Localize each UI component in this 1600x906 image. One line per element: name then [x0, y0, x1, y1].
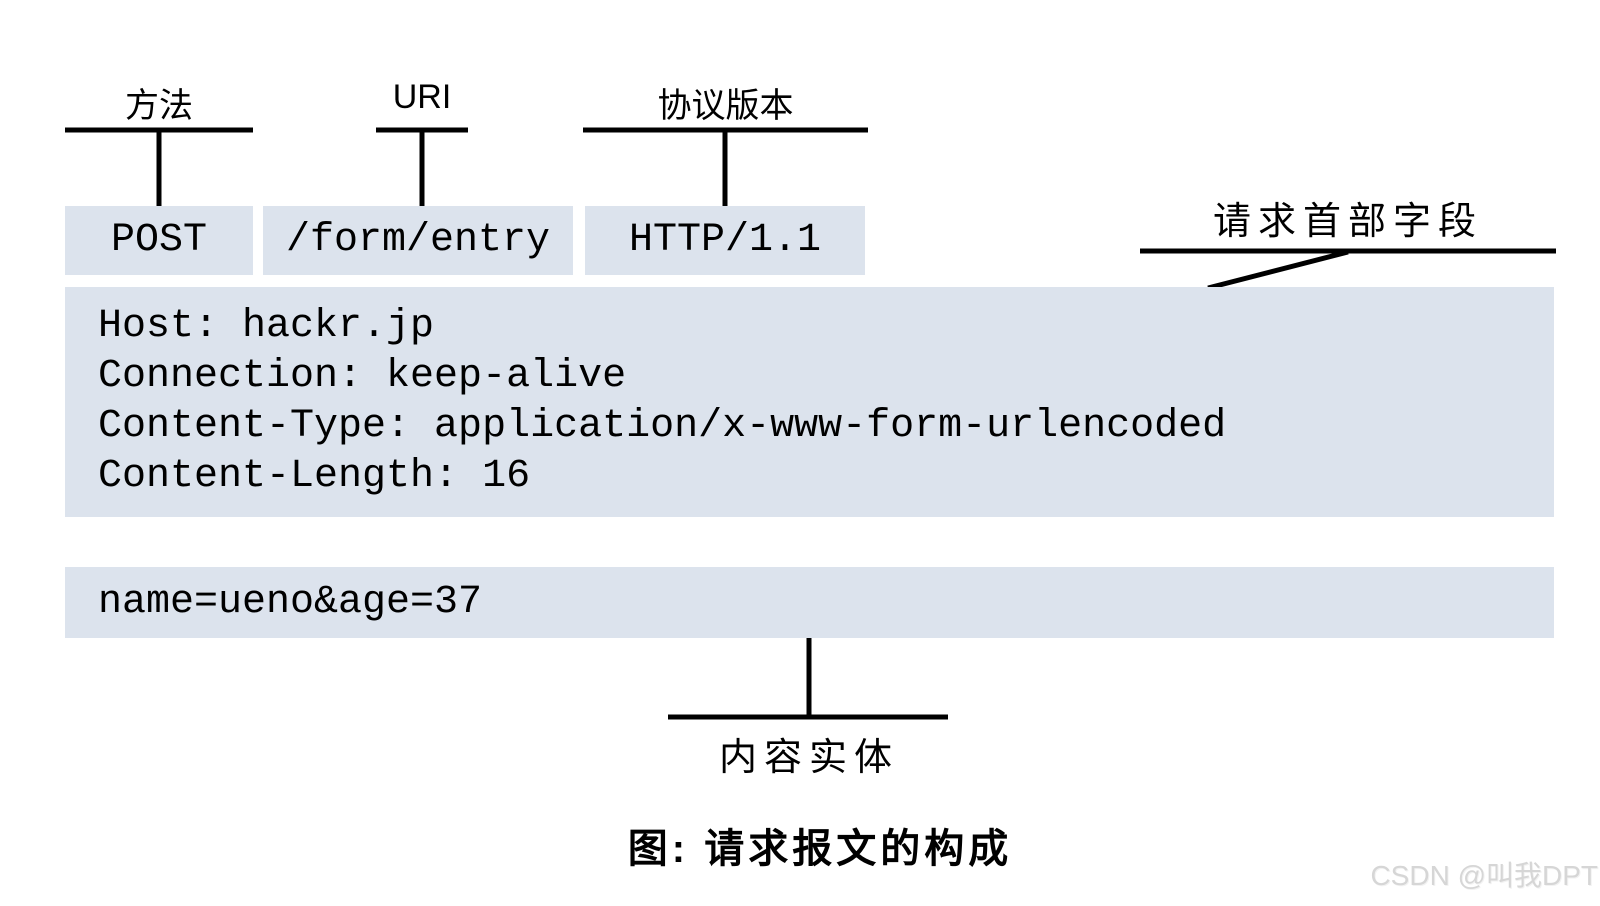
entity-body-label: 内容实体	[718, 737, 899, 779]
request-headers-label: 请求首部字段	[1212, 201, 1483, 243]
request-headers-box: Host: hackr.jp Connection: keep-alive Co…	[65, 287, 1554, 517]
method-box: POST	[65, 206, 253, 275]
method-label: 方法	[125, 87, 193, 125]
request-headers-connector-diagonal	[1207, 249, 1349, 291]
header-line-host: Host: hackr.jp	[98, 304, 435, 349]
uri-label: URI	[392, 78, 452, 116]
entity-body-box: name=ueno&age=37	[65, 567, 1554, 638]
header-line-content-length: Content-Length: 16	[98, 454, 531, 499]
header-line-content-type: Content-Type: application/x-www-form-url…	[98, 404, 1227, 449]
protocol-version-box: HTTP/1.1	[585, 206, 865, 275]
header-line-connection: Connection: keep-alive	[98, 354, 627, 399]
uri-box: /form/entry	[263, 206, 573, 275]
watermark: CSDN @叫我DPT	[1370, 860, 1598, 891]
figure-caption: 图: 请求报文的构成	[627, 827, 1013, 871]
protocol-version-label: 协议版本	[657, 87, 794, 125]
